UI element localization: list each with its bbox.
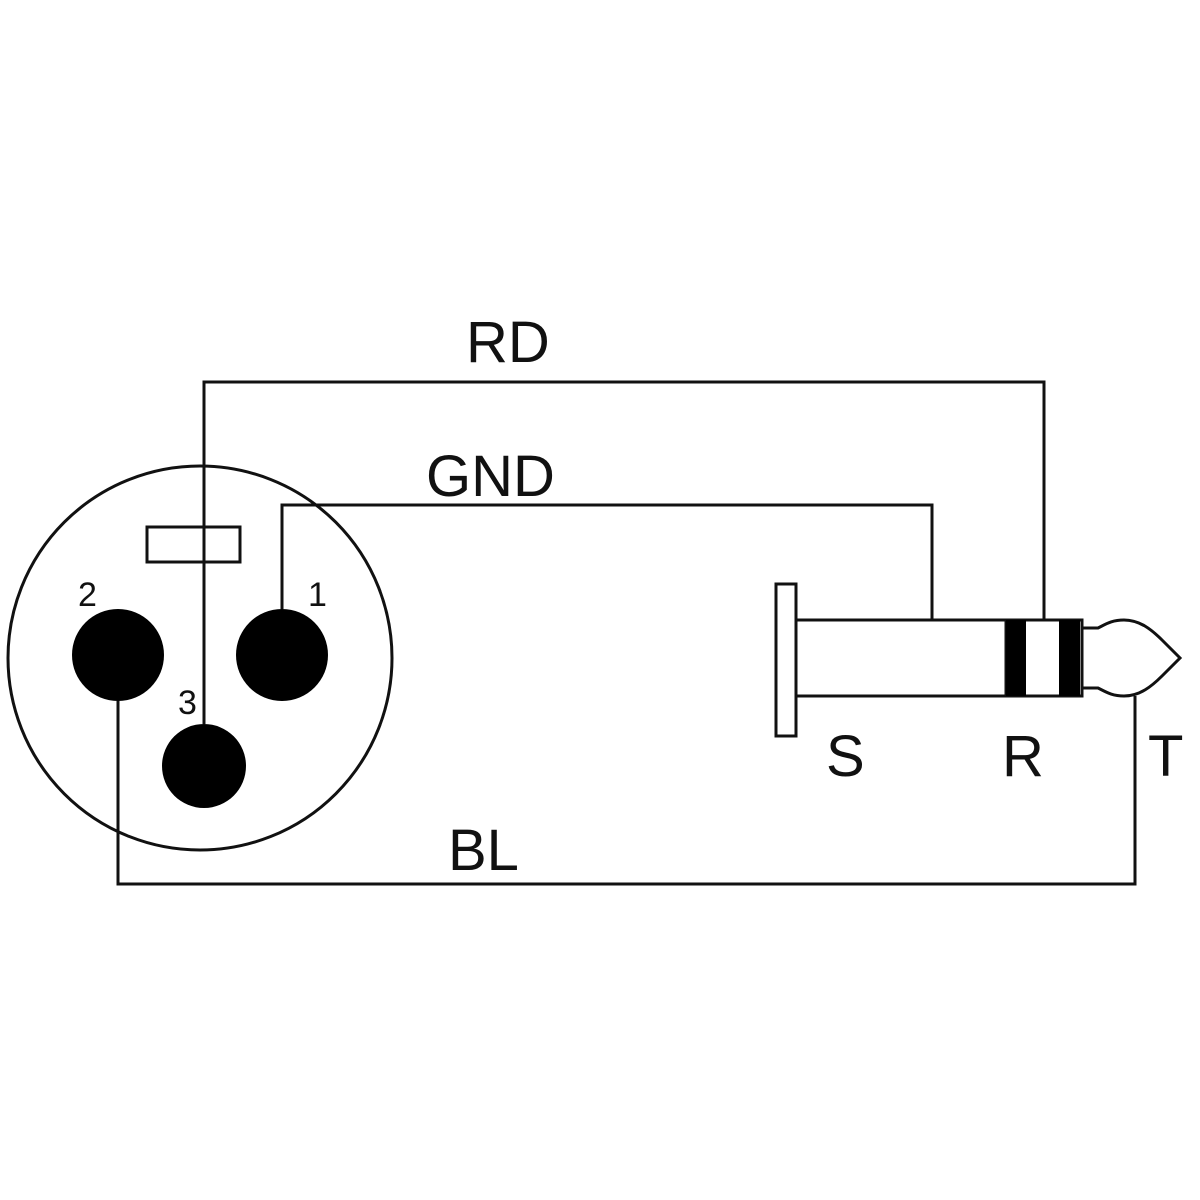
xlr-connector-body xyxy=(6,464,394,852)
jack-label-ring: R xyxy=(1002,724,1044,789)
pin-label-2: 2 xyxy=(78,576,97,614)
wire-gnd xyxy=(280,503,934,620)
jack-label-sleeve: S xyxy=(826,724,865,789)
jack-insulator-band-1 xyxy=(1006,620,1026,696)
jack-insulator-band-2 xyxy=(1059,620,1080,696)
wire-label-bl: BL xyxy=(448,818,519,883)
jack-label-tip: T xyxy=(1148,724,1183,789)
pin-label-1: 1 xyxy=(308,576,327,614)
xlr-key-slot xyxy=(145,525,242,564)
wire-bl xyxy=(116,696,1137,886)
wire-label-rd: RD xyxy=(466,310,550,375)
wire-label-gnd: GND xyxy=(426,444,555,509)
xlr-pin-2 xyxy=(72,609,164,701)
jack-sleeve-body xyxy=(794,618,1008,698)
pin-label-3: 3 xyxy=(178,684,197,722)
xlr-pin-1 xyxy=(236,609,328,701)
jack-flange xyxy=(774,582,798,738)
jack-tip xyxy=(1080,618,1183,698)
xlr-pin-3 xyxy=(162,724,246,808)
wire-rd xyxy=(202,380,1046,724)
